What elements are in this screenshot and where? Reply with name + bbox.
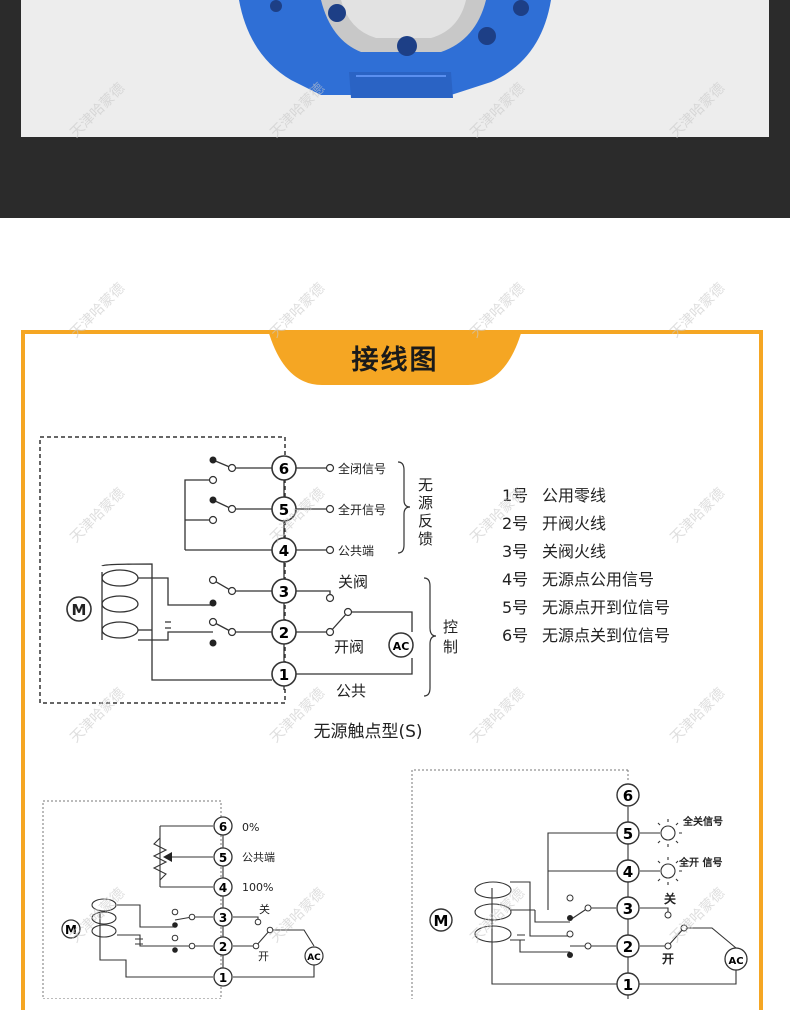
left-terminal-1: 1: [219, 971, 227, 985]
legend-text-5: 无源点开到位信号: [542, 598, 670, 617]
left-label-0pct: 0%: [242, 821, 259, 834]
main-terminal-2: 2: [279, 624, 289, 642]
main-terminal-1: 1: [279, 666, 289, 684]
legend-num-4: 4号: [502, 570, 528, 589]
legend-num-3: 3号: [502, 542, 528, 561]
left-terminal-6: 6: [219, 820, 227, 834]
wiring-panel: [21, 330, 763, 1010]
left-terminal-5: 5: [219, 851, 227, 865]
main-motor: [66, 596, 92, 622]
main-wires: [184, 459, 413, 690]
legend-num-5: 5号: [502, 598, 528, 617]
legend-num-2: 2号: [502, 514, 528, 533]
feedback-brace: [397, 461, 411, 554]
right-motor: [429, 908, 453, 932]
left-wiper-arrow: [163, 852, 172, 862]
page-title: 接线图: [351, 345, 439, 376]
left-label-open: 开: [258, 950, 269, 963]
legend-text-2: 开阀火线: [542, 514, 606, 533]
right-coils: [474, 881, 512, 943]
right-terminal-5: 5: [623, 825, 633, 843]
label-common-end: 公共端: [338, 544, 374, 558]
control-brace: [423, 577, 437, 697]
main-open-contacts: [208, 463, 353, 637]
label-open-valve: 开阀: [334, 638, 364, 656]
right-ac-source: [724, 947, 748, 971]
left-diagram: M 6 5 4 3 2 1 0% 公共端 100% 关 开 AC: [42, 800, 324, 999]
left-terminals: 6 5 4 3 2 1: [213, 816, 233, 987]
label-full-open-signal: 全开信号: [338, 502, 386, 517]
main-coils: [101, 563, 272, 681]
left-terminal-2: 2: [219, 940, 227, 954]
left-ac-label: AC: [307, 953, 321, 963]
left-label-common: 公共端: [242, 851, 275, 864]
right-terminal-3: 3: [623, 900, 633, 918]
right-enclosure: [411, 769, 628, 999]
right-open-contacts: [566, 894, 688, 950]
main-diagram: M: [39, 436, 458, 742]
label-common: 公共: [336, 682, 366, 700]
legend-num-1: 1号: [502, 486, 528, 505]
control-label-2: 制: [443, 638, 458, 656]
main-terminal-5: 5: [279, 501, 289, 519]
feedback-label-1: 无: [418, 476, 433, 494]
legend-text-6: 无源点关到位信号: [542, 626, 670, 645]
right-terminal-2: 2: [623, 938, 633, 956]
main-terminal-4: 4: [279, 542, 289, 560]
left-wires: [99, 825, 315, 978]
main-terminal-3: 3: [279, 583, 289, 601]
main-terminals: 6 5 4 3 2 1: [271, 455, 297, 687]
main-contacts: [209, 456, 217, 647]
title-tab: [268, 330, 522, 385]
label-close-valve: 关阀: [338, 573, 368, 591]
right-terminal-1: 1: [623, 976, 633, 994]
right-motor-label: M: [434, 912, 449, 930]
left-coils: [91, 898, 117, 938]
left-enclosure: [42, 800, 222, 999]
right-label-full-open: 全开 信号: [678, 856, 722, 869]
right-terminal-6: 6: [623, 787, 633, 805]
legend-text-3: 关阀火线: [542, 542, 606, 561]
right-label-full-close: 全关信号: [682, 815, 723, 828]
left-open-contacts: [171, 908, 274, 950]
label-full-close-signal: 全闭信号: [338, 461, 386, 476]
legend-num-6: 6号: [502, 626, 528, 645]
terminal-legend: 1号 公用零线 2号 开阀火线 3号 关阀火线 4号 无源点公用信号 5号 无源…: [502, 486, 670, 645]
top-banner: [0, 0, 790, 218]
right-signal-lamps: [654, 819, 682, 885]
left-motor-label: M: [65, 923, 77, 937]
main-enclosure: [39, 436, 286, 704]
control-label-1: 控: [443, 618, 458, 636]
main-motor-label: M: [72, 601, 87, 619]
valve-image: [239, 0, 551, 98]
right-terminals: 6 5 4 3 2 1: [616, 783, 640, 996]
left-label-close: 关: [259, 902, 270, 916]
feedback-label-2: 源: [418, 494, 433, 512]
right-terminal-4: 4: [623, 863, 633, 881]
legend-text-4: 无源点公用信号: [542, 570, 654, 589]
product-photo: [21, 0, 769, 137]
main-terminal-6: 6: [279, 460, 289, 478]
left-label-100pct: 100%: [242, 881, 273, 894]
legend-text-1: 公用零线: [542, 486, 606, 505]
right-label-close: 关: [664, 891, 676, 906]
left-ac-source: [304, 946, 324, 966]
left-motor: [61, 919, 81, 939]
right-contacts: [567, 915, 573, 958]
left-contacts: [172, 922, 178, 953]
right-diagram: M 6 5 4 3 2 1 全关信号 全开 信号 关 开 AC: [411, 769, 748, 999]
feedback-label-4: 馈: [418, 530, 433, 548]
main-ac-source: [388, 632, 414, 658]
right-wires: [491, 807, 737, 999]
main-diagram-caption: 无源触点型(S): [313, 722, 422, 742]
right-label-open: 开: [662, 952, 674, 966]
left-terminal-3: 3: [219, 911, 227, 925]
feedback-label-3: 反: [418, 512, 433, 530]
main-ac-label: AC: [393, 640, 410, 653]
left-terminal-4: 4: [219, 881, 227, 895]
right-ac-label: AC: [728, 956, 743, 967]
